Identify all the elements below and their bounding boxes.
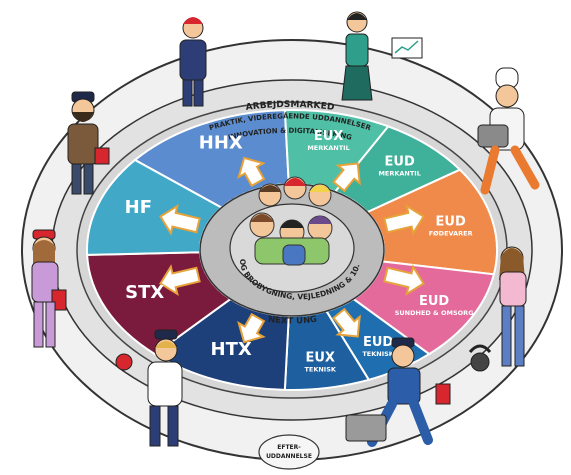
segment-sublabel-eud_teknisk: TEKNISK	[362, 350, 394, 358]
segment-label-stx: STX	[125, 282, 164, 303]
segment-label-hf: HF	[125, 197, 152, 218]
kettlebell-icon	[468, 344, 492, 372]
badge-line-2: UDDANNELSE	[266, 453, 312, 460]
ring-label-arbejdsmarked: ARBEJDSMARKED	[245, 100, 335, 113]
student-girl-figure-right	[499, 246, 527, 367]
arrow-4	[383, 264, 425, 297]
badge-line-1: EFTER-	[277, 444, 301, 451]
segment-label-eux_merkantil: EUX	[314, 129, 343, 144]
arrow-2	[332, 162, 361, 193]
segment-label-eud_sundhed: EUD	[419, 294, 449, 309]
student-girl-figure-left	[31, 229, 67, 348]
bearded-man-figure	[67, 91, 110, 195]
segment-sublabel-eud_merkantil: MERKANTIL	[378, 169, 420, 177]
arrow-6	[237, 312, 266, 344]
arrow-7	[159, 264, 201, 297]
segment-sublabel-eud_sundhed: SUNDHED & OMSORG	[395, 309, 474, 317]
segment-label-eud_teknisk: EUD	[363, 335, 393, 350]
arrow-5	[332, 307, 361, 338]
segment-label-htx: HTX	[211, 339, 252, 360]
segment-sublabel-eux_teknisk: TEKNISK	[304, 365, 336, 373]
segment-sublabel-eud_foedevarer: FØDEVARER	[429, 230, 473, 238]
segment-label-hhx: HHX	[199, 132, 243, 153]
students-group-illustration	[249, 176, 333, 266]
chef-figure	[477, 67, 540, 195]
businesswoman-figure	[341, 11, 423, 101]
arrow-3	[383, 203, 425, 236]
segment-label-eud_merkantil: EUD	[385, 154, 415, 169]
segment-sublabel-eux_merkantil: MERKANTIL	[307, 144, 349, 152]
next-ung-label: NEXT UNG	[267, 315, 317, 327]
segment-label-eud_foedevarer: EUD	[436, 215, 466, 230]
outward-arrows	[159, 156, 425, 344]
arrow-1	[237, 156, 266, 188]
craftsman-figure	[345, 337, 451, 447]
efteruddannelse-badge: EFTER- UDDANNELSE	[258, 434, 320, 470]
arrow-0	[159, 203, 201, 236]
businessman-figure	[179, 17, 207, 107]
scientist-figure	[115, 329, 183, 447]
segment-label-eux_teknisk: EUX	[305, 350, 334, 365]
